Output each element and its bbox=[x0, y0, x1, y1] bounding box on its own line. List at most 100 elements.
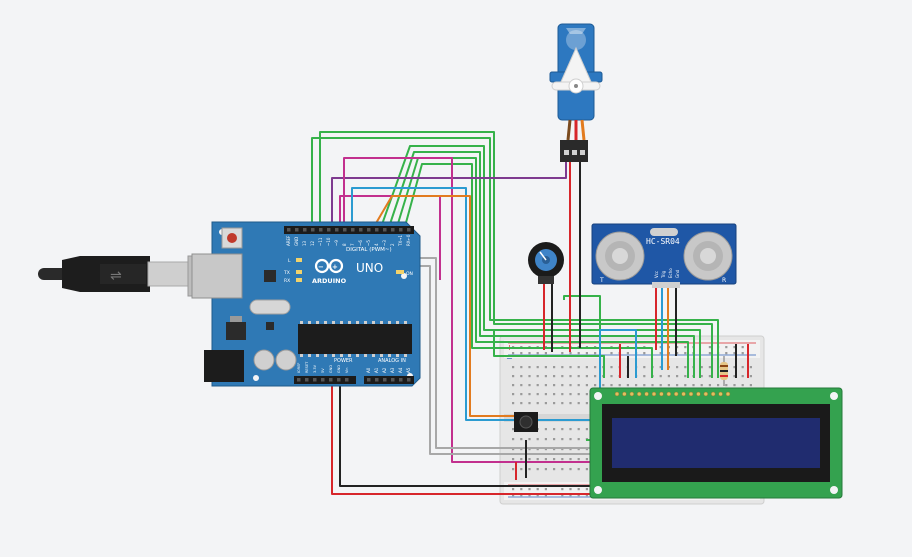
chip-pin bbox=[404, 321, 407, 324]
power-pin-label: GND bbox=[329, 365, 333, 373]
digital-pin-label: 8 bbox=[342, 243, 347, 246]
wire-green-3[interactable] bbox=[379, 145, 701, 378]
analog-pin-hole[interactable] bbox=[367, 378, 371, 382]
breadboard-hole bbox=[684, 346, 687, 349]
wire-green-2[interactable] bbox=[319, 131, 713, 378]
breadboard-hole bbox=[659, 375, 662, 378]
analog-pin-hole[interactable] bbox=[391, 378, 395, 382]
digital-pin-hole[interactable] bbox=[335, 228, 339, 232]
arduino-logo: − + bbox=[314, 258, 344, 274]
digital-pin-hole[interactable] bbox=[303, 228, 307, 232]
wire-green-5[interactable] bbox=[395, 157, 689, 378]
lcd-pin[interactable] bbox=[681, 391, 686, 397]
breadboard-hole bbox=[520, 468, 523, 471]
digital-pin-hole[interactable] bbox=[383, 228, 387, 232]
digital-pin-hole[interactable] bbox=[343, 228, 347, 232]
breadboard-hole bbox=[635, 384, 638, 387]
breadboard-hole bbox=[553, 438, 556, 441]
reset-button[interactable] bbox=[227, 233, 237, 243]
sensor-model-label: HC-SR04 bbox=[646, 237, 680, 246]
sensor-t-label: T bbox=[599, 277, 604, 284]
power-pin-hole[interactable] bbox=[345, 378, 349, 382]
wire-magenta-1[interactable] bbox=[343, 157, 590, 463]
wire-black-gnd[interactable] bbox=[339, 384, 590, 487]
power-pin-hole[interactable] bbox=[313, 378, 317, 382]
breadboard-hole bbox=[536, 488, 539, 491]
digital-pin-hole[interactable] bbox=[359, 228, 363, 232]
digital-pin-hole[interactable] bbox=[391, 228, 395, 232]
breadboard-hole bbox=[512, 494, 515, 497]
lcd-pin[interactable] bbox=[666, 391, 672, 397]
breadboard-hole bbox=[520, 438, 523, 441]
wire-green-4[interactable] bbox=[387, 151, 695, 378]
wire-orange[interactable] bbox=[371, 195, 524, 417]
lcd-pin[interactable] bbox=[622, 391, 627, 397]
analog-header bbox=[364, 376, 414, 384]
wire-purple-servo[interactable] bbox=[331, 160, 567, 230]
digital-pin-hole[interactable] bbox=[375, 228, 379, 232]
servo-motor[interactable] bbox=[549, 23, 603, 162]
digital-pin-hole[interactable] bbox=[407, 228, 411, 232]
lcd-pin[interactable] bbox=[614, 391, 620, 397]
lcd-pin[interactable] bbox=[651, 391, 657, 397]
lcd-pin[interactable] bbox=[725, 391, 731, 397]
breadboard-hole bbox=[544, 488, 547, 491]
analog-pin-hole[interactable] bbox=[399, 378, 403, 382]
breadboard-hole bbox=[577, 488, 580, 491]
breadboard-hole bbox=[553, 458, 556, 461]
breadboard-hole bbox=[520, 402, 523, 405]
breadboard-hole bbox=[733, 352, 736, 355]
breadboard-hole bbox=[520, 384, 523, 387]
lcd-pin[interactable] bbox=[710, 391, 716, 397]
digital-pin-hole[interactable] bbox=[295, 228, 299, 232]
lcd-pin[interactable] bbox=[688, 391, 694, 397]
lcd-display[interactable] bbox=[589, 387, 843, 499]
digital-pin-hole[interactable] bbox=[327, 228, 331, 232]
lcd-pin[interactable] bbox=[636, 391, 642, 397]
push-button[interactable] bbox=[514, 412, 538, 432]
breadboard-hole bbox=[561, 393, 564, 396]
lcd-pin[interactable] bbox=[659, 391, 664, 397]
analog-pin-hole[interactable] bbox=[383, 378, 387, 382]
breadboard-hole bbox=[561, 448, 564, 451]
power-pin-hole[interactable] bbox=[297, 378, 301, 382]
power-pin-hole[interactable] bbox=[329, 378, 333, 382]
analog-pin-hole[interactable] bbox=[407, 378, 411, 382]
digital-pin-label: 2 bbox=[390, 243, 395, 246]
power-pin-hole[interactable] bbox=[321, 378, 325, 382]
lcd-pin[interactable] bbox=[629, 391, 635, 397]
digital-pin-label: GND bbox=[294, 237, 299, 246]
chip-pin bbox=[372, 354, 375, 357]
wire-green-8[interactable] bbox=[493, 330, 605, 378]
breadboard-hole bbox=[585, 402, 588, 405]
potentiometer[interactable] bbox=[528, 242, 564, 284]
digital-pin-hole[interactable] bbox=[367, 228, 371, 232]
digital-pin-hole[interactable] bbox=[399, 228, 403, 232]
lcd-pin[interactable] bbox=[718, 391, 723, 397]
wire-green-6[interactable] bbox=[403, 163, 653, 378]
breadboard-hole bbox=[708, 384, 711, 387]
power-pin-hole[interactable] bbox=[305, 378, 309, 382]
lcd-pin[interactable] bbox=[696, 391, 701, 397]
digital-pin-hole[interactable] bbox=[319, 228, 323, 232]
digital-pin-label: ~10 bbox=[326, 237, 331, 246]
svg-text:+: + bbox=[332, 263, 338, 271]
lcd-pin[interactable] bbox=[644, 391, 649, 397]
breadboard-hole bbox=[561, 458, 564, 461]
sensor-pin-label: Gnd bbox=[675, 269, 680, 278]
lcd-pin[interactable] bbox=[703, 391, 709, 397]
analog-pin-hole[interactable] bbox=[375, 378, 379, 382]
breadboard-hole bbox=[594, 384, 597, 387]
wire-magenta-2[interactable] bbox=[339, 195, 441, 280]
digital-pin-hole[interactable] bbox=[351, 228, 355, 232]
wire-red-5v[interactable] bbox=[331, 384, 590, 495]
power-pin-hole[interactable] bbox=[337, 378, 341, 382]
digital-pin-label: 7 bbox=[350, 243, 355, 246]
digital-pin-hole[interactable] bbox=[287, 228, 291, 232]
wire-green-1[interactable] bbox=[311, 137, 719, 378]
lcd-pin[interactable] bbox=[673, 391, 679, 397]
digital-pin-hole[interactable] bbox=[311, 228, 315, 232]
breadboard-hole bbox=[708, 352, 711, 355]
